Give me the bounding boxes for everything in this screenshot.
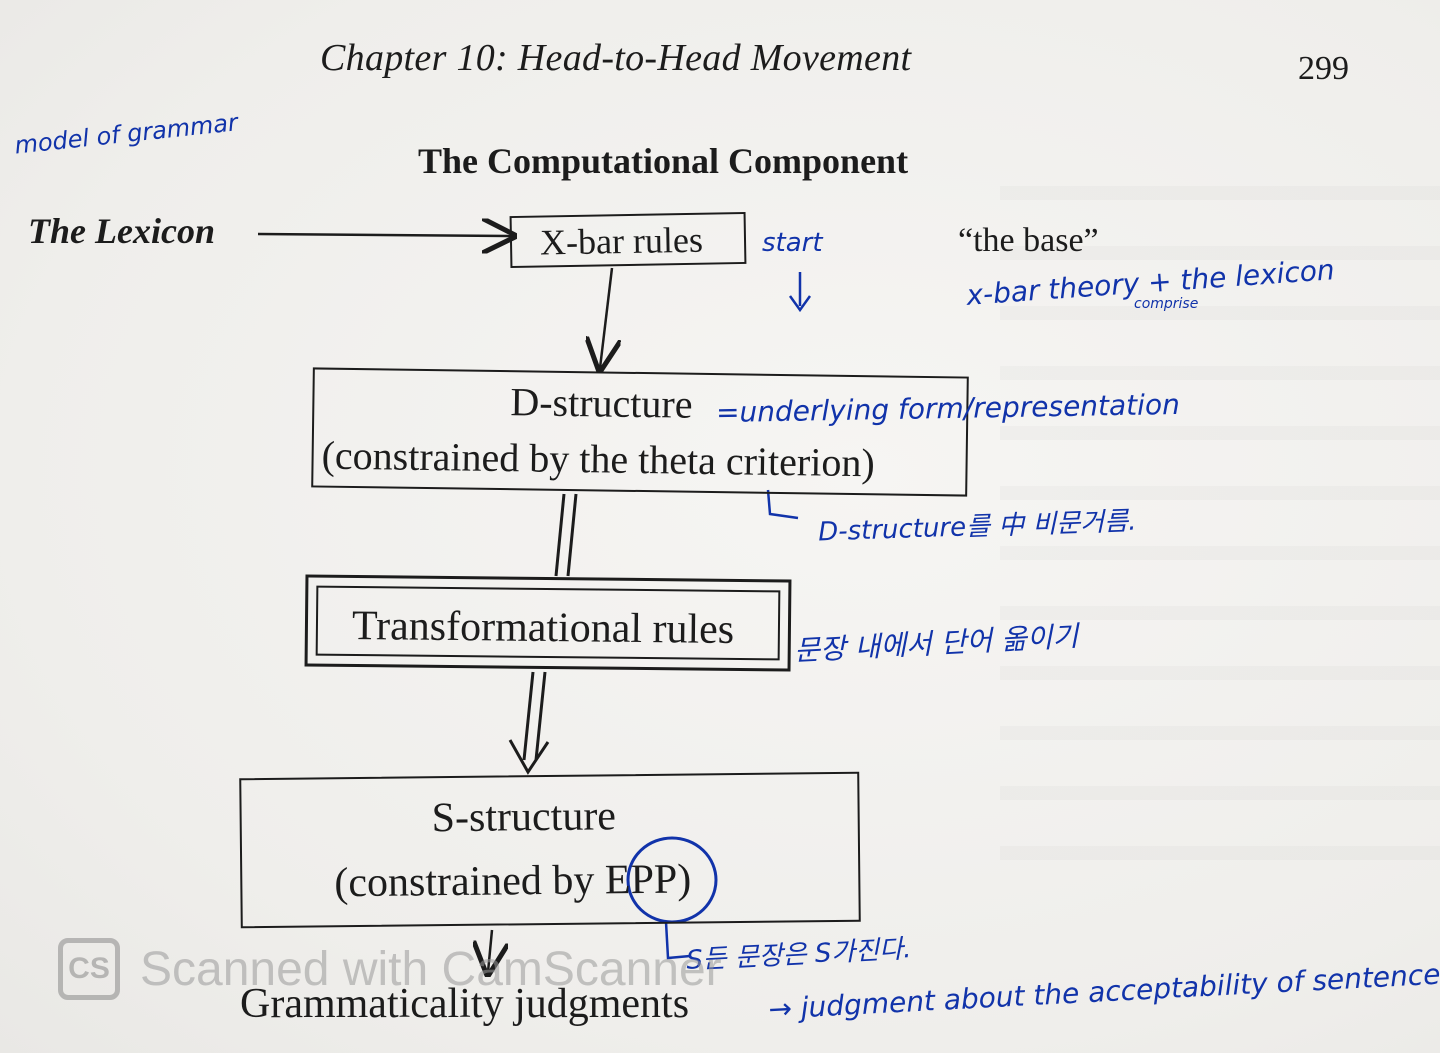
watermark-text: Scanned with CamScanner <box>140 942 722 996</box>
transformational-rules-label: Transformational rules <box>351 602 735 653</box>
camscanner-watermark: CS Scanned with CamScanner <box>58 938 722 1000</box>
figure-title: The Computational Component <box>418 141 909 181</box>
dstructure-hook-pen <box>766 489 799 520</box>
page-number: 299 <box>1298 50 1349 87</box>
trans-to-sstructure-line-b <box>534 671 547 761</box>
sstructure-constraint: (constrained by EPP) <box>334 856 692 907</box>
dstructure-to-trans-line-a <box>554 493 566 577</box>
grammaticality-judgments: Grammaticality judgments <box>240 981 690 1027</box>
dstructure-label: D-structure <box>510 379 693 427</box>
xbar-rules-label: X-bar rules <box>539 219 704 263</box>
sstructure-to-judgments-arrow <box>488 929 492 972</box>
base-label: “the base” <box>958 222 1099 259</box>
transformational-rules-box: Transformational rules <box>304 574 792 672</box>
sstructure-hook-pen <box>664 921 691 960</box>
trans-to-sstructure-line-a <box>522 671 535 761</box>
lexicon-label: The Lexicon <box>28 211 215 251</box>
dstructure-box: D-structure (constrained by the theta cr… <box>311 367 969 497</box>
lexicon-arrow <box>257 234 512 236</box>
sstructure-label: S-structure <box>431 793 617 842</box>
trans-to-sstructure-arrowhead <box>508 739 550 775</box>
camscanner-logo-icon: CS <box>58 938 120 1000</box>
epp-circle-pen <box>626 836 718 924</box>
handwritten-start-note: start <box>762 228 823 258</box>
start-arrow-pen <box>788 272 812 313</box>
handwritten-comprise-note: comprise <box>1134 296 1199 312</box>
dstructure-to-trans-line-b <box>566 493 578 577</box>
xbar-rules-box: X-bar rules <box>509 211 747 269</box>
bleed-through <box>1000 140 1440 900</box>
xbar-to-dstructure-arrow <box>600 267 612 368</box>
running-head: Chapter 10: Head-to-Head Movement <box>320 37 912 79</box>
dstructure-constraint: (constrained by the theta criterion) <box>321 432 876 486</box>
sstructure-box: S-structure (constrained by EPP) <box>239 771 861 929</box>
